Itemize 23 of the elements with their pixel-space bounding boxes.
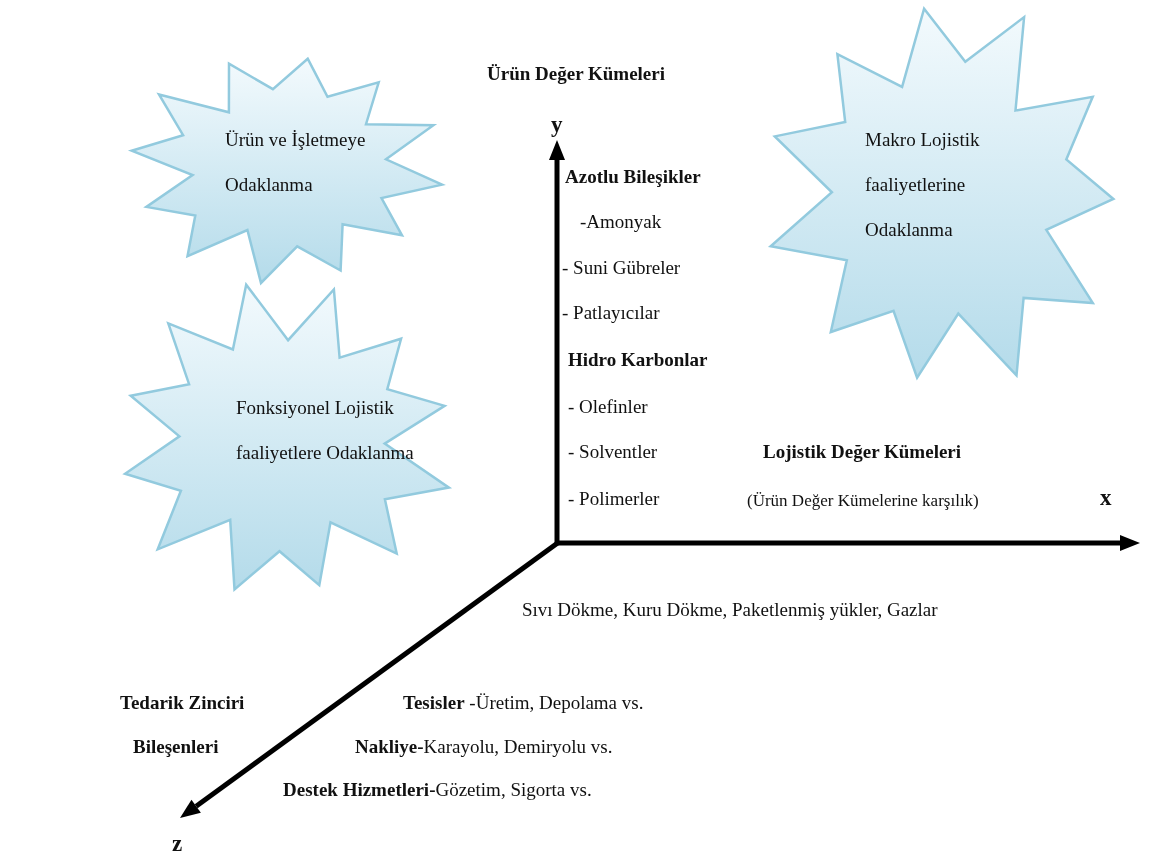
category-heading: Hidro Karbonlar bbox=[568, 348, 708, 372]
axis-note: Sıvı Dökme, Kuru Dökme, Paketlenmiş yükler, Gazlar bbox=[522, 598, 938, 622]
category-heading: Azotlu Bileşikler bbox=[565, 165, 701, 189]
list-item: -Amonyak bbox=[580, 210, 662, 234]
axis-title: Lojistik Değer Kümeleri bbox=[763, 440, 962, 464]
starburst-text: Ürün ve İşletmeye Odaklanma bbox=[225, 128, 367, 197]
starburst-text: Makro Lojistik faaliyetlerine Odaklanma bbox=[865, 128, 981, 242]
list-item: - Patlayıcılar bbox=[562, 301, 660, 325]
list-item: Tesisler -Üretim, Depolama vs. bbox=[403, 691, 644, 715]
axis-subtitle: (Ürün Değer Kümelerine karşılık) bbox=[747, 490, 979, 512]
axis-title: Bileşenleri bbox=[133, 735, 219, 759]
list-item: - Solventler bbox=[568, 440, 658, 464]
list-item: - Suni Gübreler bbox=[562, 256, 681, 280]
list-item: Destek Hizmetleri-Gözetim, Sigorta vs. bbox=[283, 778, 592, 802]
axis-title: Tedarik Zinciri bbox=[120, 691, 245, 715]
axis-label: x bbox=[1100, 486, 1112, 510]
list-item: - Polimerler bbox=[568, 487, 660, 511]
axis-label: y bbox=[551, 113, 563, 137]
list-item: Nakliye-Karayolu, Demiryolu vs. bbox=[355, 735, 613, 759]
axis-label: z bbox=[172, 832, 183, 856]
starburst-text: Fonksiyonel Lojistik faaliyetlere Odaklanma bbox=[236, 396, 415, 465]
axis-title: Ürün Değer Kümeleri bbox=[487, 62, 665, 86]
list-item: - Olefinler bbox=[568, 395, 648, 419]
